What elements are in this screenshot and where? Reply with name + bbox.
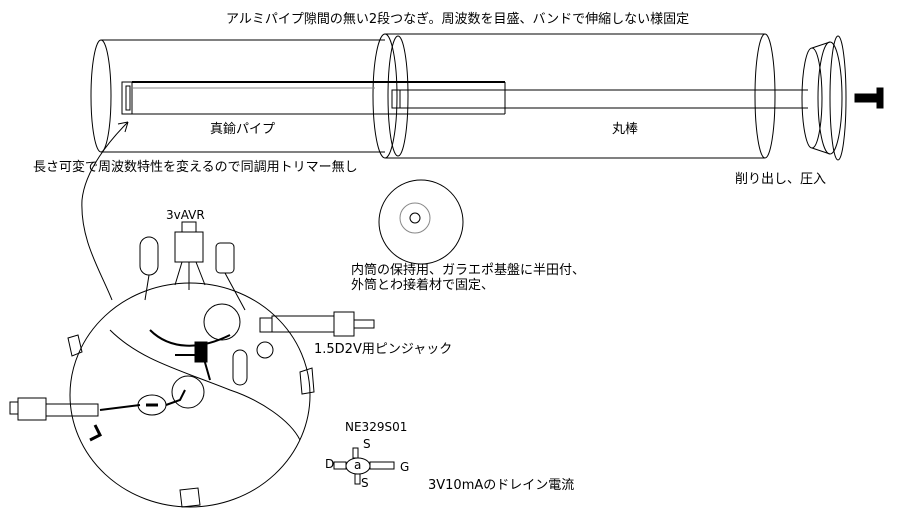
brass-pipe-label: 真鍮パイプ	[210, 122, 276, 137]
pin-d-label: D	[325, 457, 335, 471]
holder-note-line2: 外筒とわ接着材で固定、	[351, 278, 495, 293]
round-rod	[391, 89, 808, 109]
pointer-arrow	[81, 121, 129, 301]
holder-note-line1: 内筒の保持用、ガラエポ基盤に半田付、	[351, 263, 586, 278]
drain-current-label: 3V10mAのドレイン電流	[428, 478, 575, 493]
holder-disc	[378, 179, 464, 265]
fet-mark: a	[354, 458, 362, 472]
arrow-head-icon	[117, 121, 129, 133]
left-connector	[9, 397, 99, 421]
pin-s-bottom-label: S	[361, 476, 369, 490]
avr-label: 3vAVR	[166, 208, 205, 222]
round-rod-label: 丸棒	[612, 122, 639, 137]
pin-jack-label: 1.5D2V用ピンジャック	[314, 342, 453, 357]
end-cap	[801, 35, 884, 161]
outer-aluminum-tube-2	[372, 33, 776, 159]
brass-pipe	[121, 81, 506, 115]
fet-symbol	[333, 447, 395, 485]
length-note: 長さ可変で周波数特性を変えるので同調用トリマー無し	[33, 160, 358, 175]
outer-aluminum-tube-1	[90, 39, 385, 153]
pin-s-top-label: S	[363, 437, 371, 451]
pin-g-label: G	[400, 460, 410, 474]
circuit-board	[67, 221, 315, 508]
machined-label: 削り出し、圧入	[735, 172, 827, 187]
pin-jack	[271, 311, 375, 337]
diagram-title: アルミパイプ隙間の無い2段つなぎ。周波数を目盛、バンドで伸縮しない様固定	[226, 12, 690, 27]
fet-part-label: NE329S01	[345, 420, 408, 434]
